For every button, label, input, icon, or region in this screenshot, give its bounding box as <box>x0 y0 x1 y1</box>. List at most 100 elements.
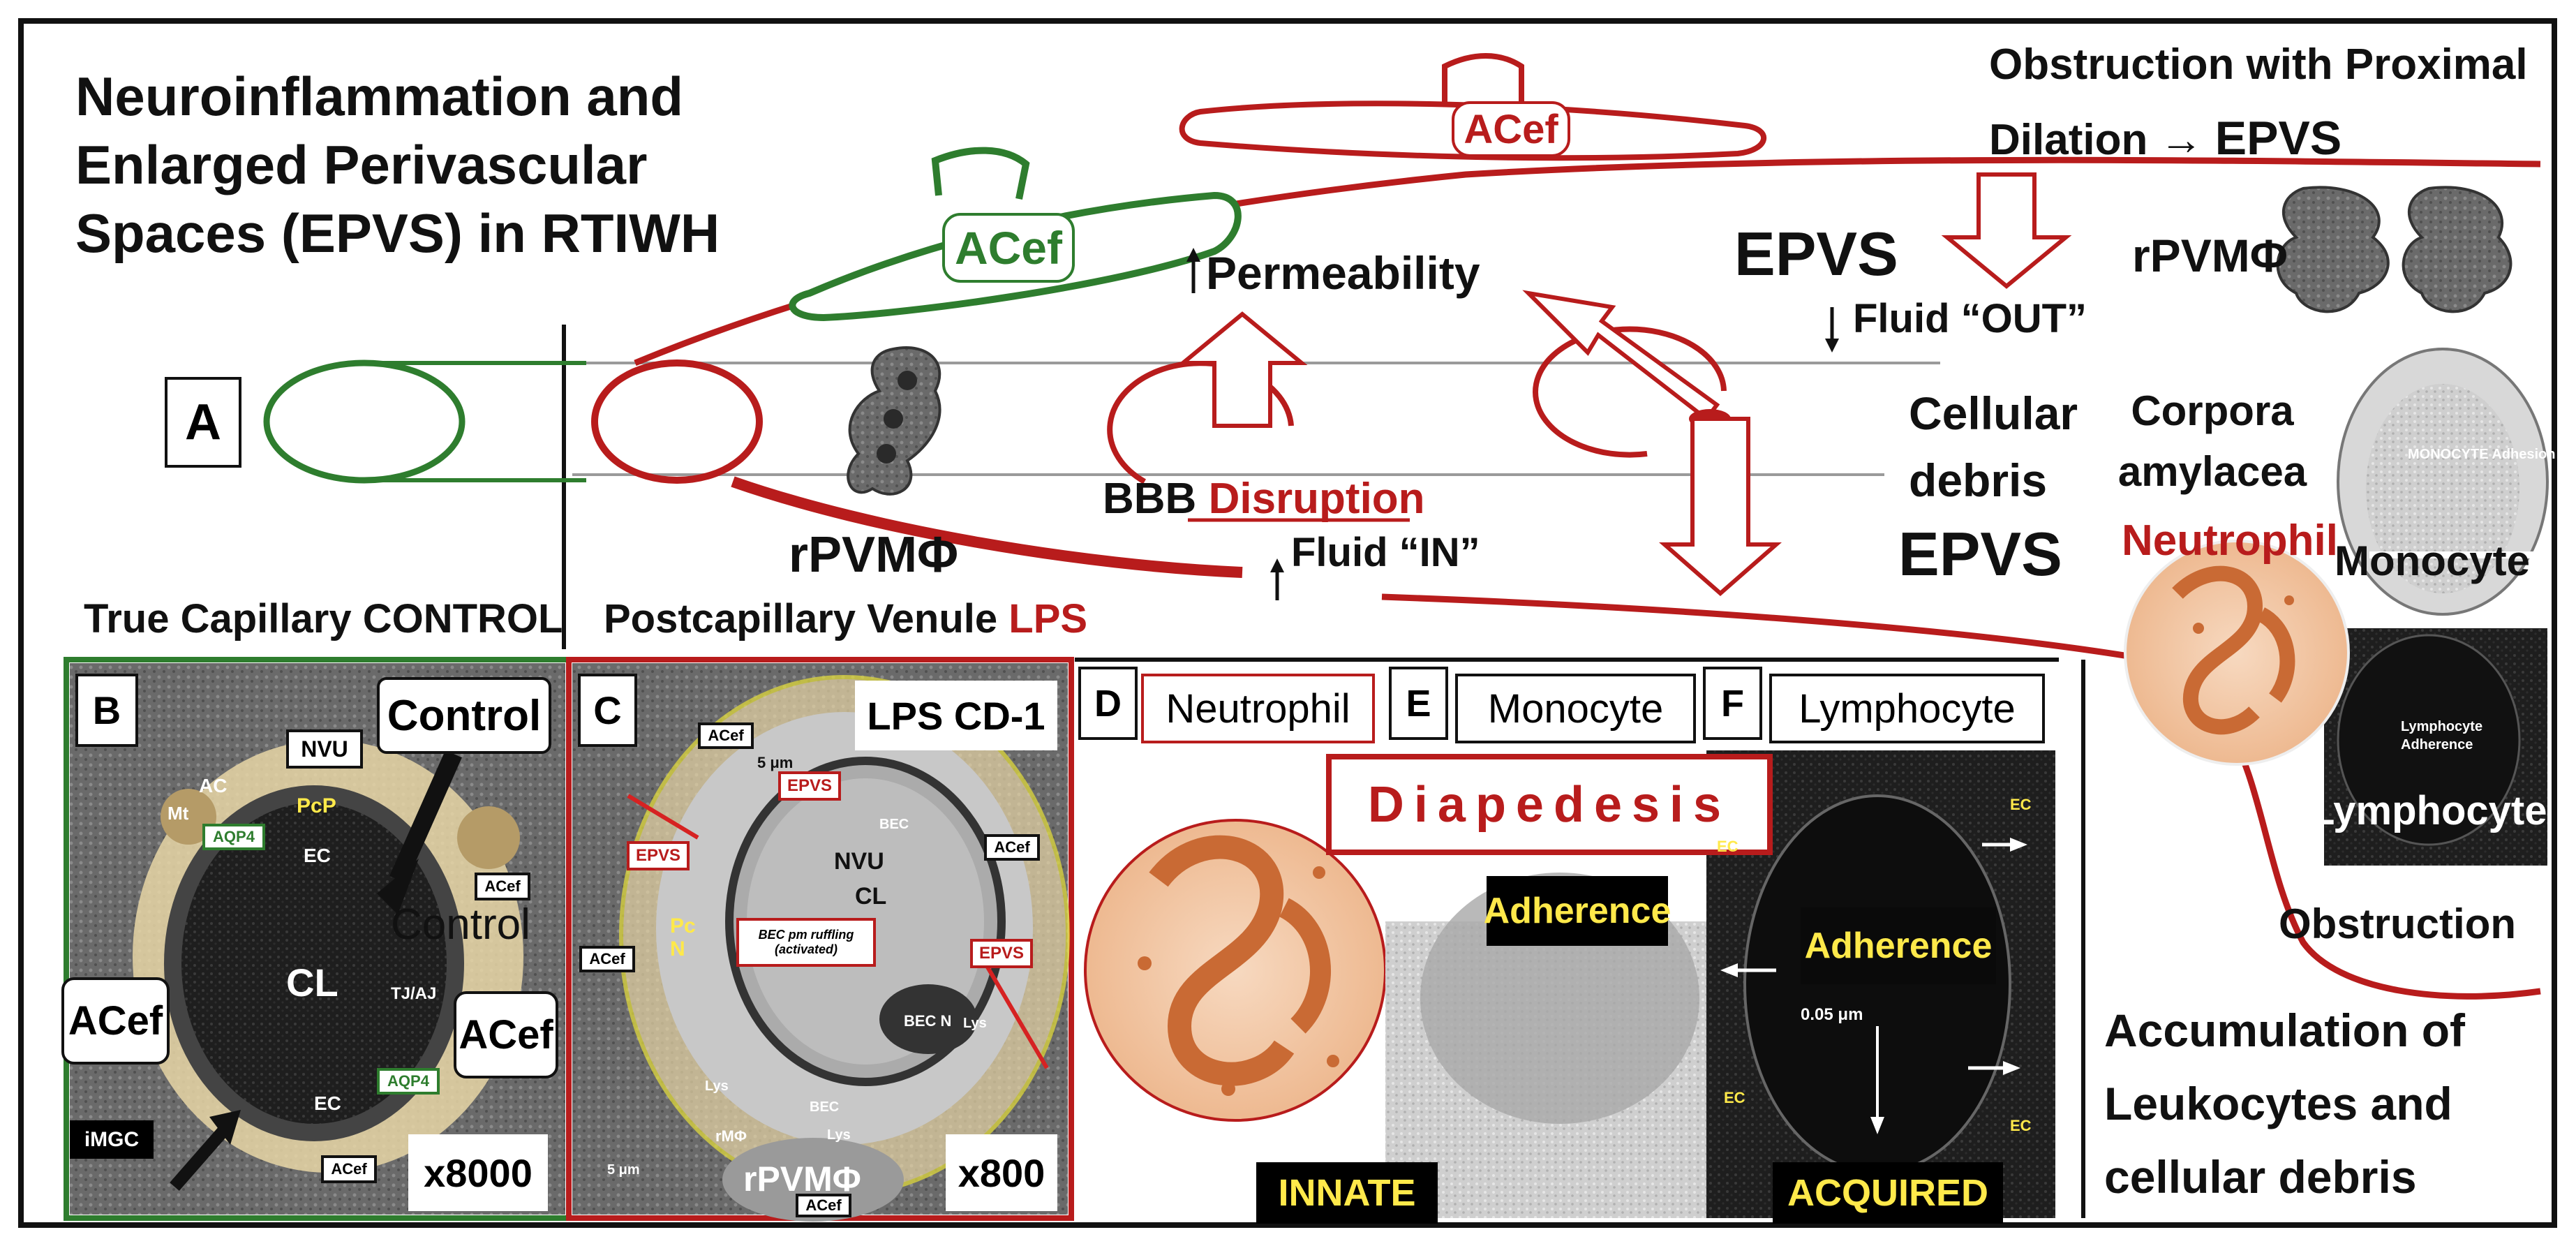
adherence-f: Adherence <box>1801 907 1996 984</box>
tjaj-b: TJ/AJ <box>391 984 437 1003</box>
green-acef-label: ACef <box>942 213 1075 283</box>
red-venule-ellipse-3 <box>1533 326 1727 458</box>
acef-right-c: ACef <box>984 834 1040 861</box>
imgc-b: iMGC <box>70 1120 154 1159</box>
inset-lymph-tag-1: Lymphocyte <box>2401 719 2483 734</box>
scale-c: 5 μm <box>757 754 794 771</box>
down-arrow-venule <box>1659 417 1782 596</box>
ec-tag-2: EC <box>1717 838 1739 855</box>
ec-tag-4: EC <box>2010 1117 2032 1134</box>
acquired-label: ACQUIRED <box>1773 1162 2003 1224</box>
title-line-1: Neuroinflammation and <box>75 66 684 127</box>
green-capillary-ellipse <box>263 359 466 484</box>
rpvm-top-label: rPVMΦ <box>2132 230 2288 281</box>
bbb-disruption-label: BBB Disruption <box>1103 475 1425 523</box>
ec-bottom-b: EC <box>314 1092 341 1114</box>
acef-small-bottom-b: ACef <box>321 1155 377 1183</box>
green-acef-cap <box>931 147 1030 200</box>
aqp4-a-b: AQP4 <box>202 824 265 850</box>
control-box-b: Control <box>377 677 551 754</box>
fluid-out-arrowhead <box>1825 339 1839 353</box>
bec-c: BEC <box>879 817 909 832</box>
pcp-b: PcP <box>297 794 336 817</box>
rpvm-cell-mid <box>847 346 941 496</box>
red-acef-cap <box>1442 53 1524 105</box>
rpvm-cell-top <box>2276 186 2512 313</box>
rpvm-mid-label: rPVMΦ <box>789 527 959 583</box>
bec-n-c: BEC N <box>904 1012 952 1030</box>
rmphi-c: rMΦ <box>715 1127 747 1145</box>
permeability-label: Permeability <box>1206 247 1480 299</box>
lys-2-c: Lys <box>963 1016 987 1031</box>
acef-top-c: ACef <box>698 722 754 749</box>
diapedesis-label: Diapedesis <box>1326 754 1773 855</box>
panel-b-letter: B <box>75 674 138 747</box>
true-capillary-label: True Capillary CONTROL <box>84 596 563 641</box>
panel-d-label: Neutrophil <box>1141 674 1375 743</box>
rpvm-c: rPVMΦ <box>743 1159 861 1199</box>
epvs-lower-thick <box>731 476 1243 578</box>
panel-d-image <box>1078 750 1387 1218</box>
monocyte-inset <box>2337 348 2549 616</box>
lymphocyte-label-top: Lymphocyte <box>2310 788 2547 833</box>
accumulation-line-2: Leukocytes and <box>2104 1078 2452 1129</box>
lys-3-c: Lys <box>827 1127 851 1143</box>
red-venule-ellipse-1 <box>591 359 763 484</box>
panel-e-label: Monocyte <box>1455 674 1696 743</box>
cl-c: CL <box>855 883 887 910</box>
ruffling-box-c: BEC pm ruffling(activated) <box>736 918 876 967</box>
fluid-in-label: Fluid “IN” <box>1291 530 1480 575</box>
postcapillary-label: Postcapillary Venule LPS <box>604 596 1088 641</box>
ec-tag-3: EC <box>1724 1089 1745 1106</box>
lymphocyte-inset-top <box>2324 628 2547 866</box>
outer-frame <box>18 18 2557 1228</box>
epvs-bottom-label: EPVS <box>1898 519 2062 588</box>
inset-monocyte-tag: MONOCYTE Adhesion <box>2408 447 2556 462</box>
inset-lymph-tag-2: Adherence <box>2401 737 2473 752</box>
obstruction-proximal-label: Obstruction with Proximal <box>1989 40 2528 89</box>
nvu-b: NVU <box>286 729 363 769</box>
acef-left-b: ACef <box>61 977 170 1065</box>
aqp4-b-b: AQP4 <box>377 1068 440 1095</box>
obstruction-arrow <box>1941 172 2072 289</box>
acef-right-b: ACef <box>454 991 558 1078</box>
fluid-in-arrowhead <box>1270 558 1284 572</box>
panel-f-letter: F <box>1703 667 1762 740</box>
accumulation-line-3: cellular debris <box>2104 1151 2417 1203</box>
ec-tag-1: EC <box>2010 796 2032 813</box>
scale2-c: 5 μm <box>607 1162 640 1178</box>
nvu-c: NVU <box>834 848 884 875</box>
mag-c: x800 <box>946 1134 1057 1211</box>
neutrophil-inset-top <box>2124 540 2350 766</box>
neutrophil-label-top: Neutrophil <box>2122 517 2338 565</box>
epvs-top-label: EPVS <box>1734 219 1898 288</box>
panel-f-label: Lymphocyte <box>1769 674 2045 743</box>
acef-bottom-c: ACef <box>796 1194 851 1217</box>
obstruction-label: Obstruction <box>2279 900 2516 947</box>
epvs-right-c: EPVS <box>970 939 1033 968</box>
lps-cd1-label: LPS CD-1 <box>855 681 1057 750</box>
lys-1-c: Lys <box>705 1078 729 1094</box>
cellular-debris-label: Cellular debris <box>1909 387 2078 506</box>
red-acef-label: ACef <box>1452 101 1570 157</box>
fluid-out-label: Fluid “OUT” <box>1853 296 2087 341</box>
corpora-amylacea-label: Corpora amylacea <box>2117 387 2307 495</box>
diagonal-arrow <box>1522 290 1720 422</box>
monocyte-label-top: Monocyte <box>2335 537 2531 584</box>
panel-c-image <box>572 663 1070 1222</box>
title-line-2: Enlarged Perivascular <box>75 134 648 195</box>
mag-b: x8000 <box>408 1134 548 1211</box>
pcn-c: Pc N <box>670 914 696 961</box>
accumulation-line-1: Accumulation of <box>2104 1004 2466 1056</box>
small-up-arrowhead-1 <box>1186 248 1200 262</box>
acef-left-c: ACef <box>579 946 635 972</box>
epvs-left-c: EPVS <box>627 841 690 870</box>
cl-b: CL <box>286 961 338 1004</box>
panel-e-letter: E <box>1389 667 1448 740</box>
scale-f: 0.05 μm <box>1801 1005 1863 1024</box>
acef-small-top-b: ACef <box>475 873 530 900</box>
panel-c-letter: C <box>578 674 637 747</box>
dilation-label: Dilation → EPVS <box>1989 112 2342 165</box>
control-inner-b: Control <box>391 900 530 949</box>
